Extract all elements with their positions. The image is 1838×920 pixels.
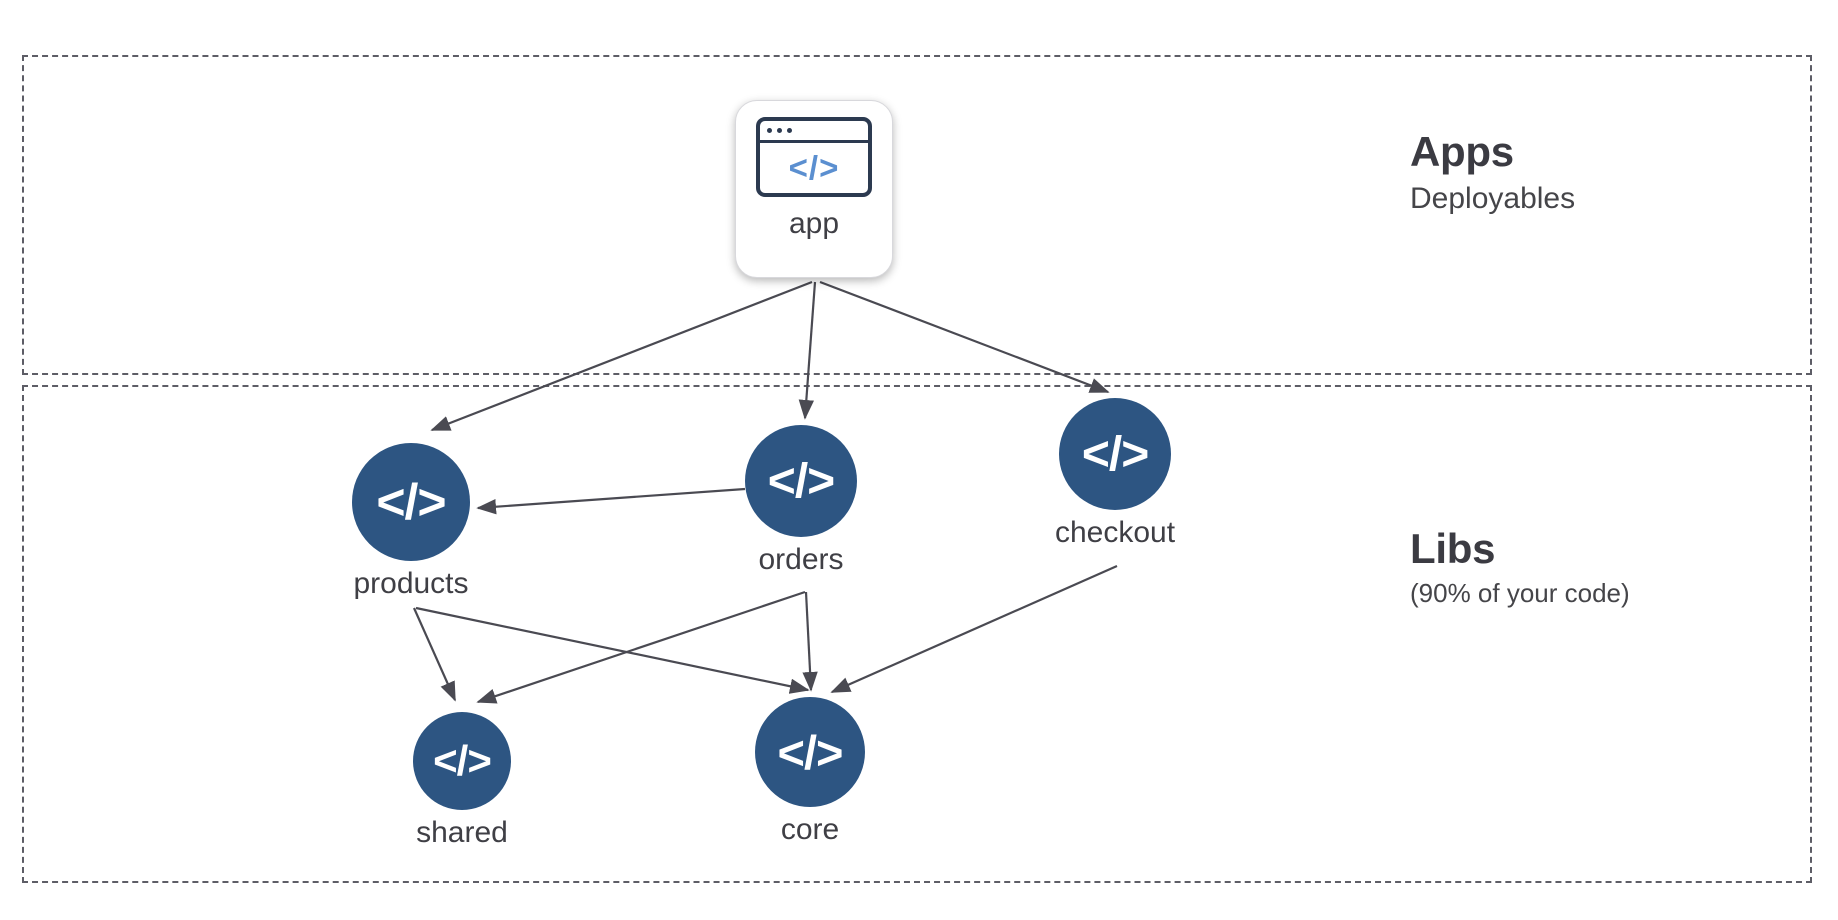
code-brackets-icon: </> [413, 712, 511, 810]
code-brackets-icon: </> [352, 443, 470, 561]
code-brackets-icon: </> [1059, 398, 1172, 510]
node-app-label: app [788, 207, 840, 240]
browser-dot-1 [767, 128, 772, 133]
libs-legend-subtitle: (90% of your code) [1410, 578, 1630, 609]
node-orders-label: orders [758, 543, 844, 576]
node-shared-label: shared [416, 816, 508, 849]
node-checkout[interactable]: </> checkout [1055, 398, 1175, 550]
browser-titlebar [760, 121, 868, 143]
node-app[interactable]: </> app [735, 100, 893, 278]
apps-section-legend: Apps Deployables [1410, 128, 1575, 217]
browser-window-code-icon: </> [756, 117, 872, 197]
node-shared[interactable]: </> shared [413, 712, 511, 850]
browser-dot-2 [777, 128, 782, 133]
apps-legend-subtitle: Deployables [1410, 182, 1576, 216]
node-core[interactable]: </> core [755, 697, 865, 847]
apps-legend-title: Apps [1410, 128, 1514, 175]
node-core-label: core [780, 813, 840, 846]
node-orders[interactable]: </> orders [745, 425, 857, 577]
code-brackets-glyph: </> [788, 149, 840, 186]
node-products-label: products [353, 567, 469, 600]
browser-dot-3 [787, 128, 792, 133]
libs-legend-title: Libs [1410, 525, 1496, 572]
libs-section-container [22, 385, 1812, 883]
node-checkout-label: checkout [1055, 516, 1176, 549]
code-brackets-icon: </> [755, 697, 865, 807]
node-products[interactable]: </> products [352, 443, 470, 601]
libs-section-legend: Libs (90% of your code) [1410, 525, 1630, 609]
code-brackets-icon: </> [745, 425, 857, 537]
